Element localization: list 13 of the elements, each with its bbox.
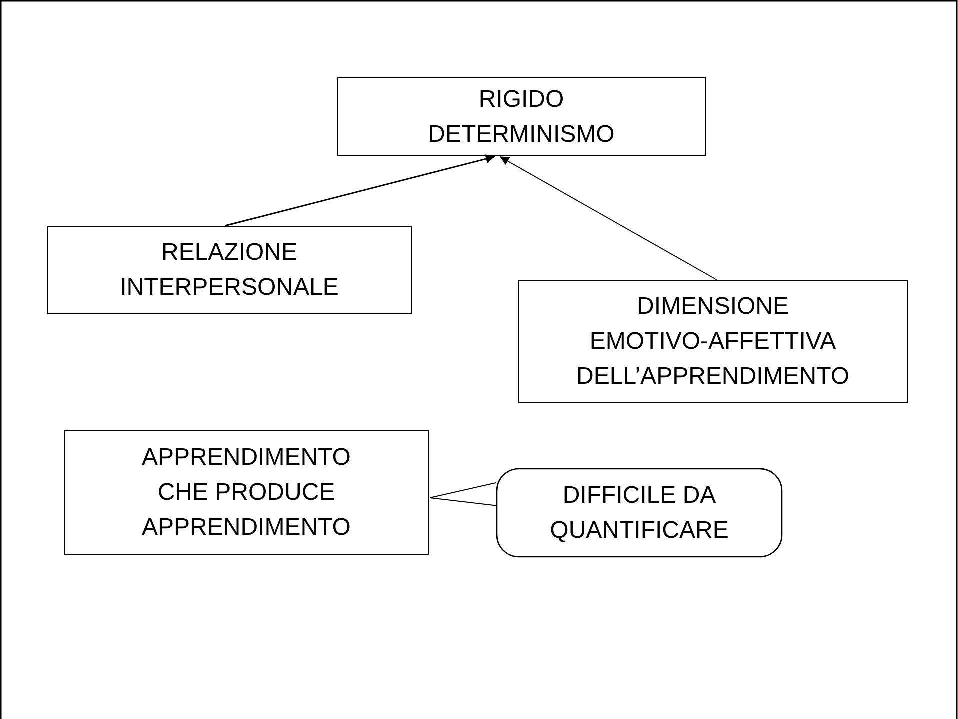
node-label: DIMENSIONE EMOTIVO-AFFETTIVA DELL’APPRENDIMENTO	[576, 292, 850, 392]
callout-pointer	[430, 482, 496, 506]
arrow	[500, 156, 718, 280]
arrow	[224, 154, 496, 227]
node-label: APPRENDIMENTO CHE PRODUCE APPRENDIMENTO	[141, 443, 352, 543]
node-label: RELAZIONE INTERPERSONALE	[119, 238, 340, 303]
text-box	[64, 430, 429, 555]
text-box	[518, 280, 908, 403]
text-box	[47, 226, 412, 314]
callout-bubble	[496, 468, 783, 558]
node-label: RIGIDO DETERMINISMO	[427, 84, 616, 150]
text-box	[337, 77, 706, 156]
node-label: DIFFICILE DA QUANTIFICARE	[549, 481, 730, 546]
